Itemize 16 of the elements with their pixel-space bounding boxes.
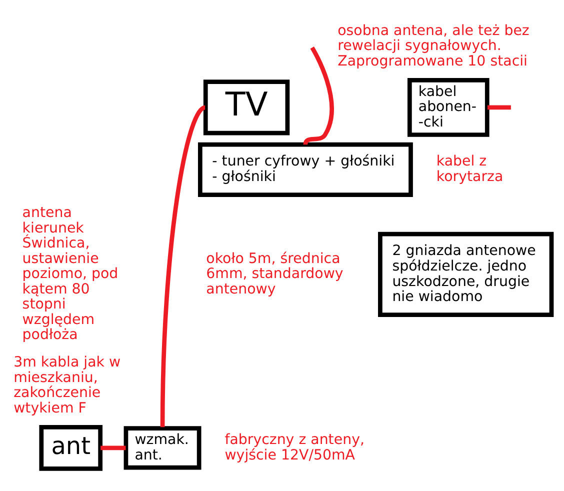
node-box: wzmak. ant. <box>124 426 202 470</box>
label: 3m kabla jak w mieszkaniu, zakończenie wtykiem F <box>14 354 121 416</box>
node-box: TV <box>203 80 290 136</box>
label: około 5m, średnica 6mm, standardowy antenowy <box>206 250 344 298</box>
label: osobna antena, ale też bez rewelacji sygnałowych. Zaprogramowane 10 stacii <box>338 22 530 70</box>
node-box: - tuner cyfrowy + głośniki - głośniki <box>198 142 413 197</box>
label: antena kierunek Świdnica, ustawienie poziomo, pod kątem 80 stopni względem podłoża <box>22 205 118 344</box>
node-box: 2 gniazda antenowe spółdzielcze. jedno uszkodzone, drugie nie wiadomo <box>378 232 554 317</box>
node-label: fabryczny z anteny, wyjście 12V/50mA <box>224 432 364 464</box>
node-label: kabel z korytarza <box>436 154 504 186</box>
node-box: kabel abonen- -cki <box>407 78 490 137</box>
connector <box>303 46 334 145</box>
connector <box>487 105 511 110</box>
node-box: ant <box>39 425 102 471</box>
connector <box>160 106 206 428</box>
connector <box>100 446 126 450</box>
